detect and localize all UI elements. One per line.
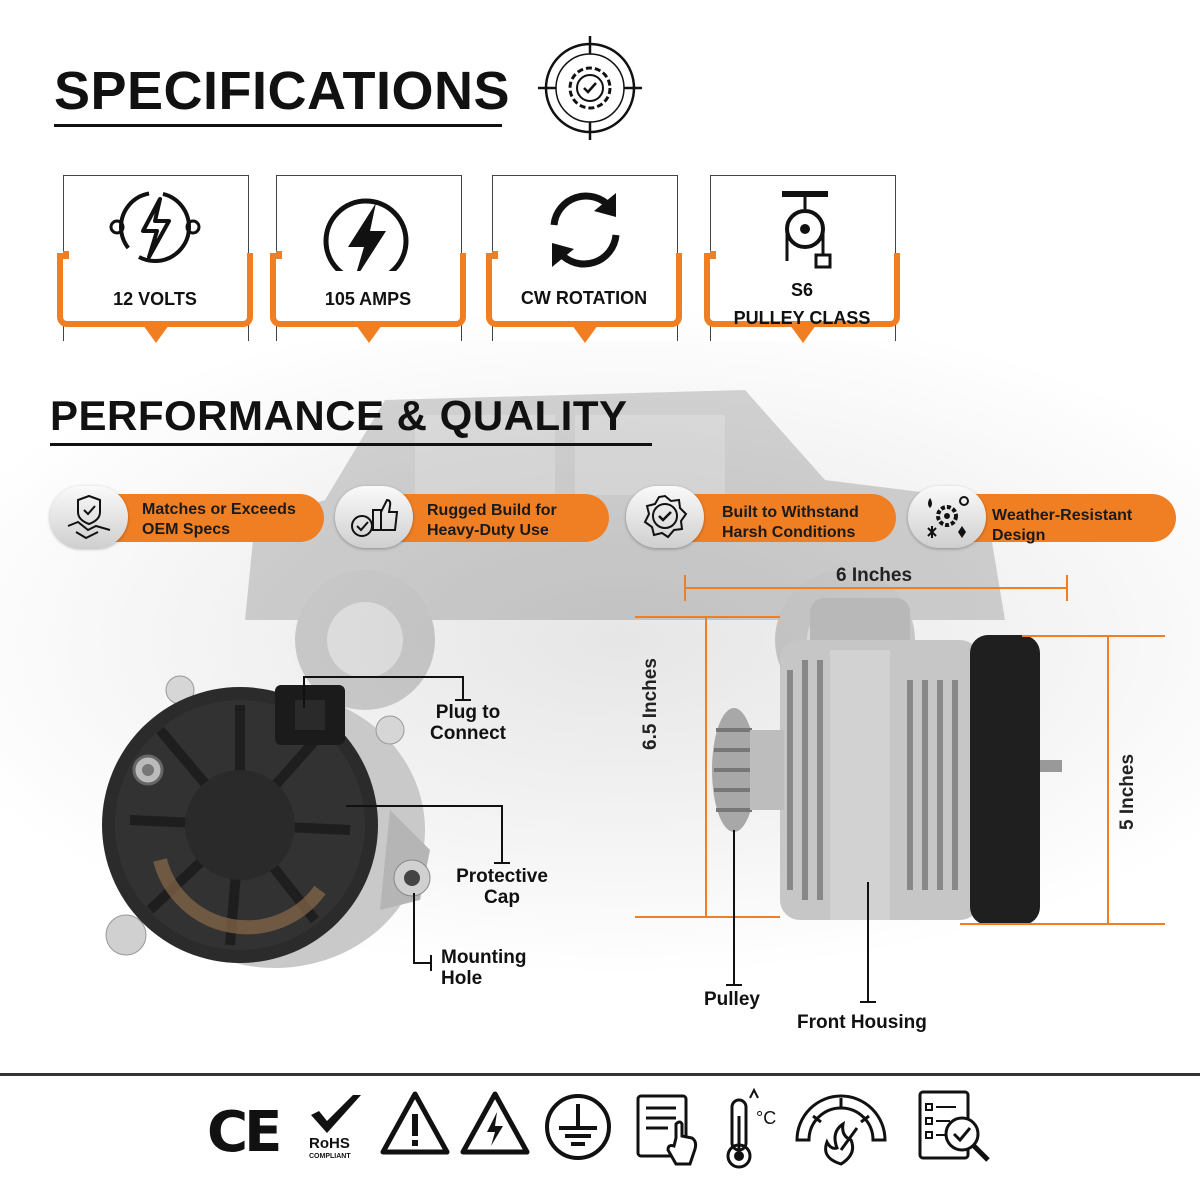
height-dimension-label: 6.5 Inches <box>640 658 661 750</box>
depth-dimension-label: 5 Inches <box>1117 753 1138 830</box>
manual-touch-icon <box>636 1094 698 1166</box>
feature-weather-resistant: Weather-Resistant Design <box>908 486 1180 548</box>
housing-leader-end <box>860 1001 876 1003</box>
feature-rugged-build: Rugged Build for Heavy-Duty Use <box>335 486 610 548</box>
rotation-icon <box>550 192 620 268</box>
spec-pulley-class-number: S6 <box>790 280 814 300</box>
electrical-hazard-icon <box>460 1091 530 1155</box>
depth-dimension-line <box>1107 636 1109 924</box>
pulley-icon <box>782 191 832 269</box>
pulley-leader-line <box>733 830 735 985</box>
cap-leader-line <box>346 805 502 807</box>
rohs-compliant-icon: RoHS COMPLIANT <box>303 1093 367 1173</box>
pulley-leader-end <box>726 984 742 986</box>
cap-leader-end <box>494 862 510 864</box>
heading-underline <box>50 443 652 446</box>
housing-leader-line <box>867 882 869 1002</box>
pulley-callout-label: Pulley <box>704 989 760 1010</box>
feature-harsh-conditions: Built to Withstand Harsh Conditions <box>626 486 901 548</box>
ground-symbol-icon <box>545 1094 611 1160</box>
height-tick-top <box>635 616 780 618</box>
inspection-checklist-icon <box>918 1090 990 1162</box>
lightning-bolt-icon <box>323 198 409 271</box>
hole-callout-line-1: Mounting <box>441 947 527 968</box>
handshake-shield-icon <box>67 494 111 540</box>
spec-rotation-label: CW ROTATION <box>520 288 648 308</box>
heading-underline <box>54 124 502 127</box>
width-tick-right <box>1066 575 1068 601</box>
warning-icon <box>380 1091 450 1155</box>
hole-leader-line <box>413 962 431 964</box>
performance-heading: PERFORMANCE & QUALITY <box>50 392 628 439</box>
alternator-rear-view-image <box>102 675 431 968</box>
feature-oem-line-2: OEM Specs <box>142 521 231 538</box>
feature-harsh-line-2: Harsh Conditions <box>722 524 856 541</box>
feature-weather-line-2: Design <box>992 527 1046 544</box>
cap-callout-line-2: Cap <box>484 887 520 908</box>
height-tick-bottom <box>635 916 780 918</box>
housing-callout-label: Front Housing <box>797 1012 927 1033</box>
feature-rugged-line-1: Rugged Build for <box>427 502 557 519</box>
plug-leader-drop <box>303 676 305 708</box>
spec-amps-label: 105 AMPS <box>324 289 412 309</box>
plug-callout-label: Plug to Connect <box>420 702 516 744</box>
spec-card-rotation: CW ROTATION <box>486 175 682 365</box>
pressure-gauge-flame-icon <box>795 1094 887 1166</box>
hole-callout-label: Mounting Hole <box>441 947 526 989</box>
specifications-heading: SPECIFICATIONS <box>54 61 511 121</box>
hole-leader-end <box>430 955 432 971</box>
footer-divider <box>0 1073 1200 1076</box>
spec-volts-label: 12 VOLTS <box>113 289 197 309</box>
cap-leader-drop <box>501 805 503 863</box>
height-dimension-line <box>705 617 707 917</box>
plug-leader-line <box>303 676 463 678</box>
ce-mark-icon: CE <box>207 1100 282 1165</box>
plug-callout-line-1: Plug to <box>435 702 501 723</box>
cap-callout-line-1: Protective <box>456 866 548 887</box>
feature-harsh-line-1: Built to Withstand <box>722 504 859 521</box>
temperature-unit: °C <box>756 1108 777 1128</box>
truck-background-image <box>245 390 1005 710</box>
plug-callout-line-2: Connect <box>430 723 506 744</box>
weather-gear-icon <box>927 496 969 538</box>
spec-card-amps: 105 AMPS <box>270 175 466 365</box>
spec-card-pulley: S6 PULLEY CLASS <box>704 175 900 365</box>
alternator-side-view-image <box>712 598 1062 925</box>
feature-rugged-line-2: Heavy-Duty Use <box>427 522 549 539</box>
width-tick-left <box>684 575 686 601</box>
feature-oem-line-1: Matches or Exceeds <box>142 501 296 518</box>
temperature-icon: °C <box>720 1086 782 1170</box>
width-dimension-line <box>684 587 1068 589</box>
hole-callout-line-2: Hole <box>441 968 483 989</box>
width-dimension-label: 6 Inches <box>836 565 913 586</box>
depth-tick-bottom <box>960 923 1165 925</box>
plug-leader-end <box>462 676 464 700</box>
spec-pulley-class-label: PULLEY CLASS <box>733 308 871 328</box>
hole-leader-drop <box>413 893 415 963</box>
rohs-sublabel: COMPLIANT <box>309 1153 351 1160</box>
rohs-label: RoHS <box>309 1135 350 1152</box>
feature-oem-specs: Matches or Exceeds OEM Specs <box>50 486 325 548</box>
gear-check-target-icon <box>538 36 642 140</box>
depth-tick-top <box>1022 635 1165 637</box>
thumbs-up-check-icon <box>351 498 399 537</box>
cap-callout-label: Protective Cap <box>446 866 558 908</box>
spec-card-volts: 12 VOLTS <box>57 175 253 365</box>
voltage-icon <box>109 191 201 263</box>
feature-weather-line-1: Weather-Resistant <box>992 507 1133 524</box>
badge-check-icon <box>643 494 688 539</box>
plug-leader-cap <box>455 699 471 701</box>
